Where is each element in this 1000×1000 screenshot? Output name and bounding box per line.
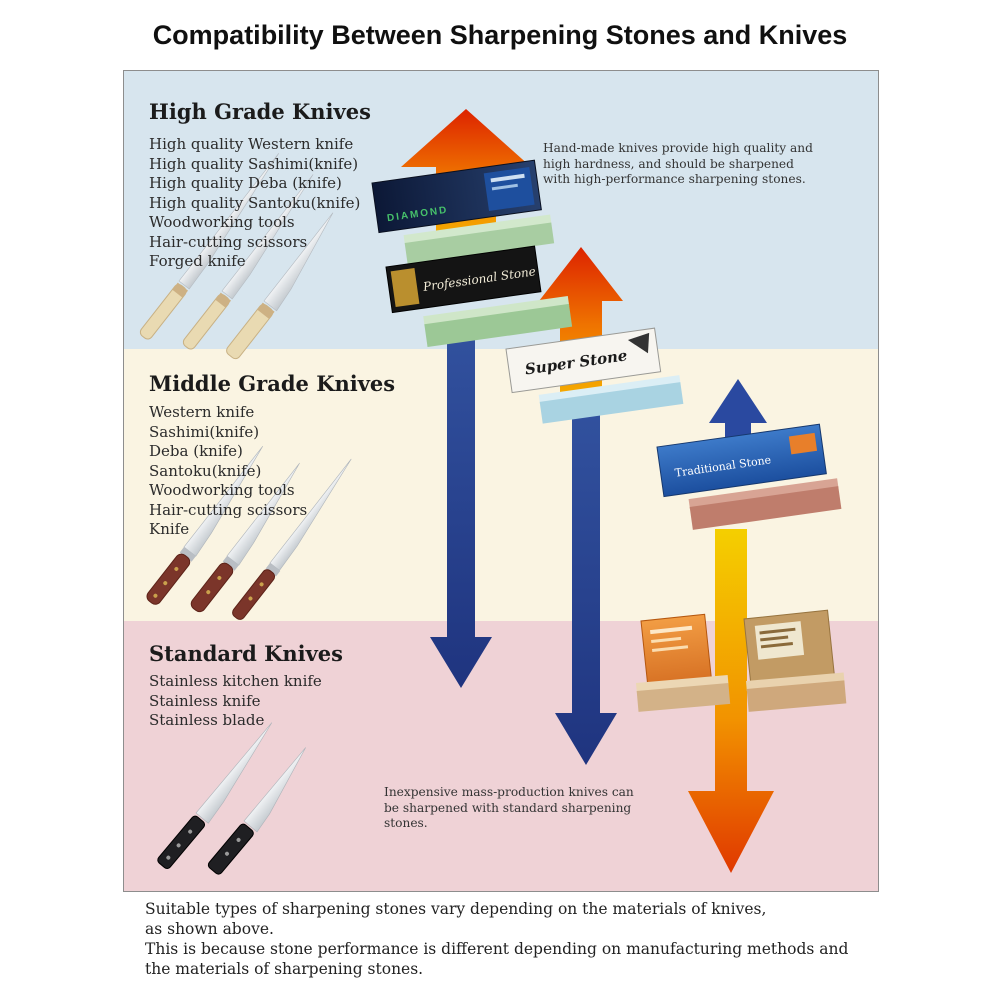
diamond-stone: DIAMOND <box>371 159 555 264</box>
blue-down-arrow-left-icon <box>430 323 492 688</box>
page-title: Compatibility Between Sharpening Stones … <box>152 20 848 51</box>
stone-slab-top <box>688 478 839 510</box>
list-item: Woodworking tools <box>149 213 295 231</box>
stone-box <box>656 423 827 498</box>
standard-stone-slab-left <box>636 674 731 712</box>
label-line <box>651 645 689 652</box>
knife-icon <box>139 153 279 340</box>
knife-icon <box>232 458 352 620</box>
list-item: Stainless knife <box>149 691 261 710</box>
high-grade-heading: High Grade Knives <box>149 99 371 124</box>
list-item: Knife <box>149 520 190 538</box>
list-item: Western knife <box>149 403 255 421</box>
knife-icon <box>226 212 334 360</box>
list-item: High quality Sashimi(knife) <box>149 154 359 173</box>
list-item: Sashimi(knife) <box>149 422 260 441</box>
high-grade-note: Hand-made knives provide high quality an… <box>543 141 813 186</box>
knife-icon <box>207 747 306 875</box>
list-item: Deba (knife) <box>149 442 243 460</box>
stone-slab <box>424 303 573 347</box>
blue-down-arrow-center-icon <box>555 403 617 765</box>
label-line <box>491 183 518 191</box>
stone-slab-top <box>423 295 570 327</box>
stone-box <box>505 327 662 394</box>
stone-box <box>385 245 542 314</box>
list-item: High quality Santoku(knife) <box>149 193 361 212</box>
high-grade-knife-list: High quality Western knife High quality … <box>149 135 360 272</box>
knife-icon <box>157 722 273 870</box>
middle-grade-heading: Middle Grade Knives <box>149 371 396 396</box>
standard-stone-brown-box <box>743 609 837 696</box>
footer-line: Suitable types of sharpening stones vary… <box>145 900 767 918</box>
footer-caption: Suitable types of sharpening stones vary… <box>145 899 885 979</box>
box-label-panel <box>483 166 535 211</box>
list-item: High quality Deba (knife) <box>149 174 342 192</box>
stone-slab <box>539 382 684 424</box>
knife-icon <box>190 462 300 613</box>
list-item: Woodworking tools <box>149 481 295 499</box>
standard-heading: Standard Knives <box>149 641 343 666</box>
list-item: Stainless blade <box>149 711 265 729</box>
standard-stone-slab-right <box>746 672 847 712</box>
middle-grade-band <box>124 349 878 621</box>
diagram-graphics: DIAMOND Professional Stone Super Stone T… <box>139 109 847 875</box>
box-label-panel <box>788 432 818 455</box>
super-stone: Super Stone <box>505 327 684 424</box>
professional-stone: Professional Stone <box>385 245 573 347</box>
label-line <box>650 625 693 635</box>
hot-down-arrow-right-icon <box>688 529 774 873</box>
box-label-panel <box>390 268 420 308</box>
list-item: Stainless kitchen knife <box>149 672 322 690</box>
footer-line: the materials of sharpening stones. <box>145 960 424 978</box>
compatibility-diagram: DIAMOND Professional Stone Super Stone T… <box>123 70 879 892</box>
label-line <box>651 636 682 644</box>
knife-icon <box>182 174 314 350</box>
stone-slab <box>689 486 842 530</box>
stone-slab-top <box>403 214 552 246</box>
standard-knives-illustration <box>157 722 306 875</box>
stone-slab <box>404 222 555 264</box>
super-stone-logo <box>627 332 650 354</box>
label-line <box>490 173 525 183</box>
list-item: Santoku(knife) <box>149 461 262 480</box>
middle-grade-knife-list: Western knife Sashimi(knife) Deba (knife… <box>149 403 307 540</box>
label-line <box>759 627 796 635</box>
blue-up-arrow-small-icon <box>709 379 767 469</box>
footer-line: This is because stone performance is dif… <box>145 940 849 958</box>
list-item: Hair-cutting scissors <box>149 232 308 251</box>
footer-line: as shown above. <box>145 920 274 938</box>
list-item: Forged knife <box>149 252 246 270</box>
traditional-stone: Traditional Stone <box>656 423 842 530</box>
middle-grade-knives-illustration <box>146 445 352 620</box>
standard-note: Inexpensive mass-production knives can b… <box>384 785 634 830</box>
label-line <box>760 642 793 649</box>
list-item: High quality Western knife <box>149 135 354 153</box>
label-line <box>760 635 789 642</box>
standard-stone-orange-box <box>640 613 714 700</box>
standard-knife-list: Stainless kitchen knife Stainless knife … <box>149 672 322 731</box>
knife-icon <box>146 445 264 605</box>
high-grade-knives-illustration <box>139 153 334 360</box>
stone-slab-top <box>538 375 681 404</box>
standard-stones <box>636 609 847 712</box>
list-item: Hair-cutting scissors <box>149 500 308 519</box>
